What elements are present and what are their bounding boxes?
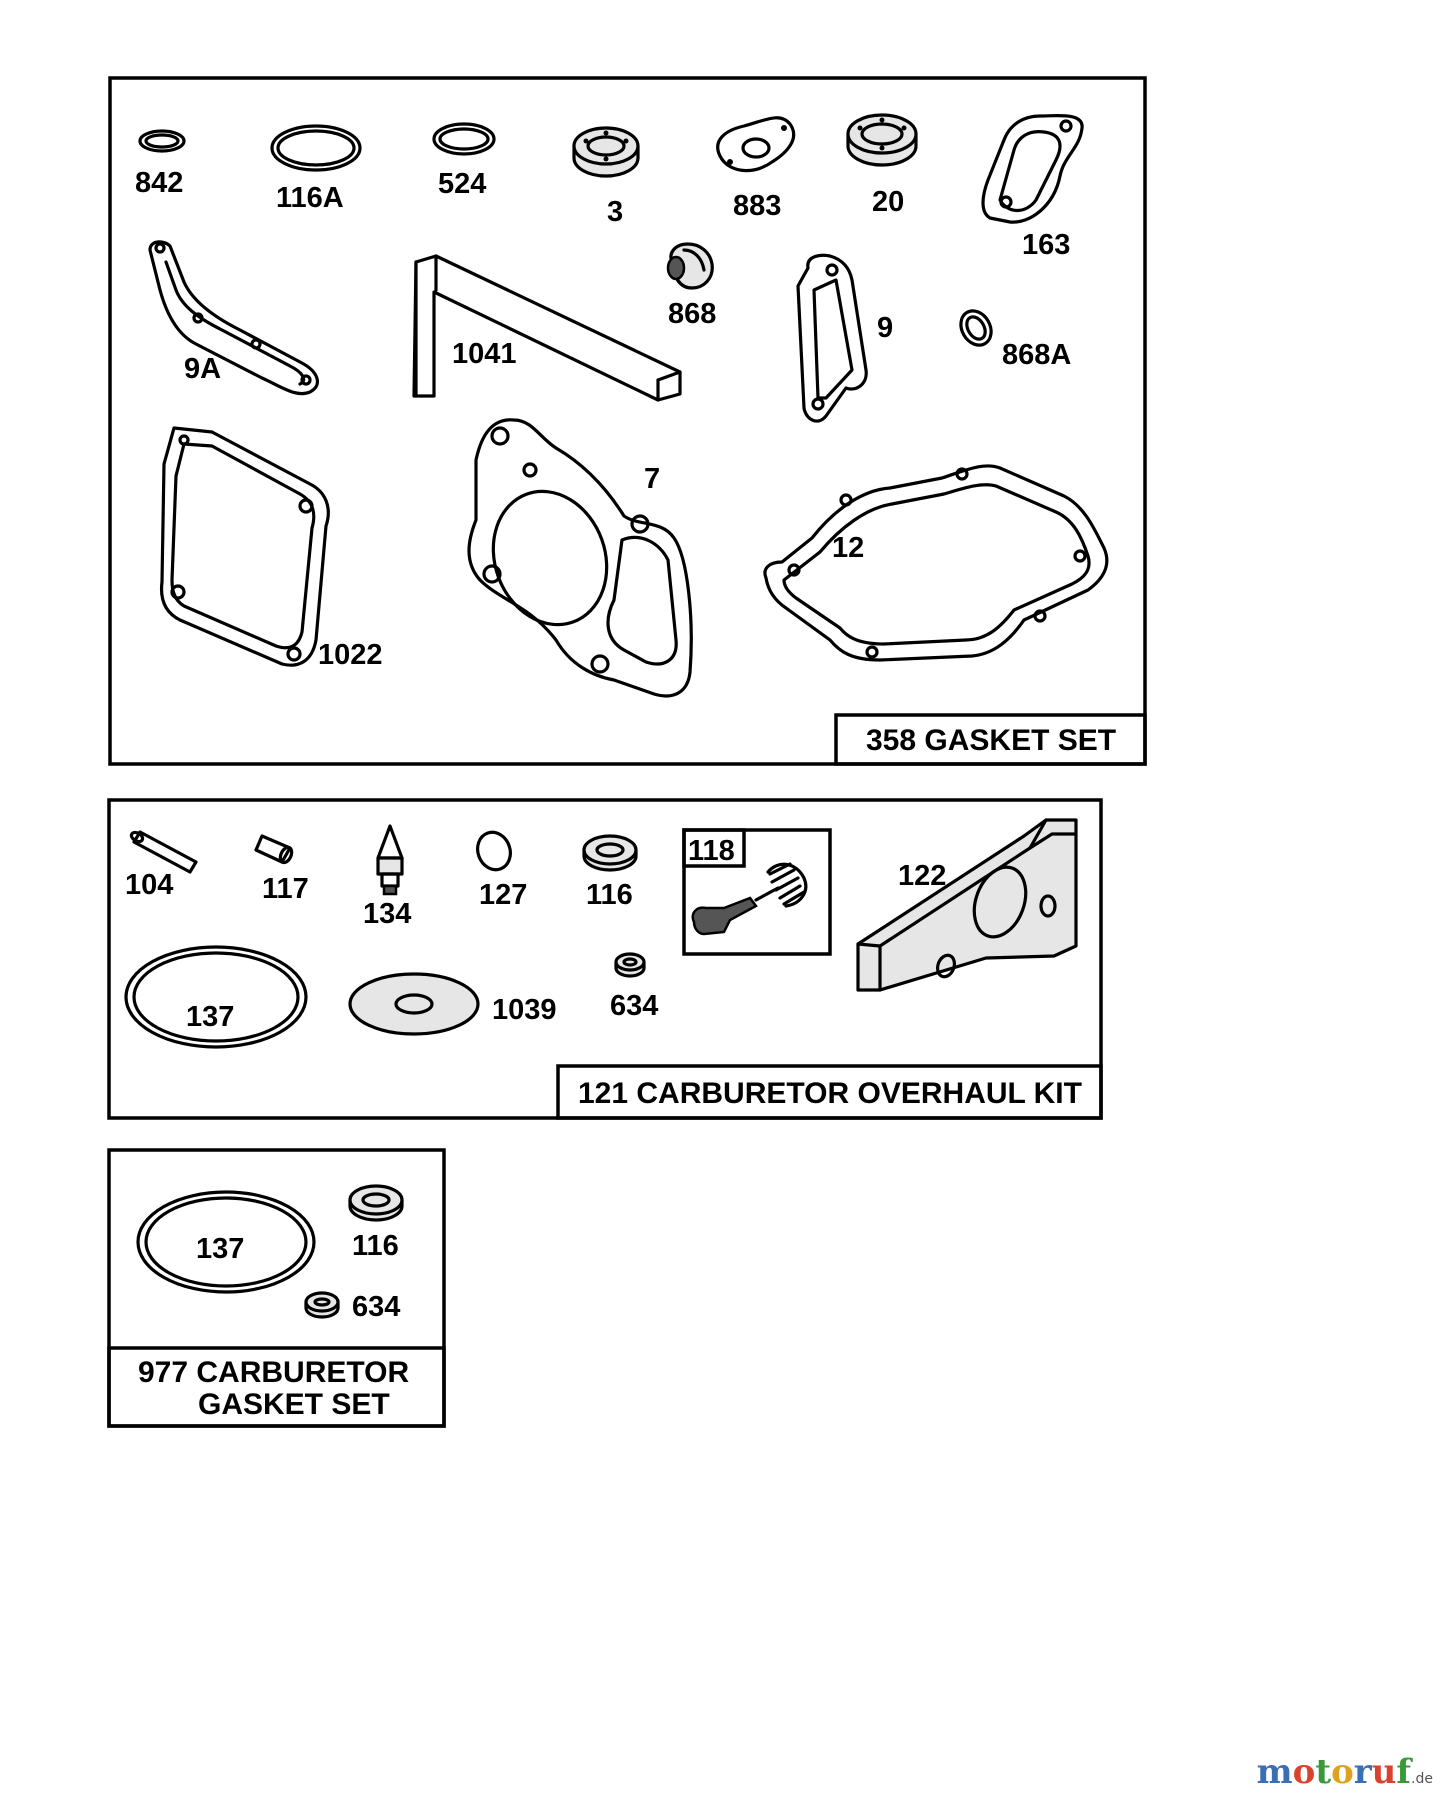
watermark-letter: f bbox=[1396, 1752, 1412, 1792]
watermark-letter: r bbox=[1353, 1752, 1372, 1792]
carb-gasket-title-line1: 977 CARBURETOR bbox=[138, 1356, 410, 1389]
part-label-127: 127 bbox=[479, 879, 527, 911]
carb-gasket-title-line2: GASKET SET bbox=[198, 1388, 390, 1421]
part-label-104: 104 bbox=[125, 869, 173, 901]
part-label-9a: 9A bbox=[184, 353, 221, 385]
watermark-letter: m bbox=[1256, 1752, 1293, 1792]
part-116-washer-2 bbox=[348, 1184, 404, 1222]
part-label-122: 122 bbox=[898, 860, 946, 892]
part-116-washer bbox=[582, 834, 638, 872]
part-1039-diaphragm bbox=[348, 972, 480, 1036]
part-118-box bbox=[682, 828, 832, 956]
part-label-634-b: 634 bbox=[352, 1291, 400, 1323]
part-122-spacer bbox=[856, 818, 1078, 992]
watermark-letters: motoruf bbox=[1257, 1752, 1411, 1792]
part-127-plug bbox=[476, 830, 512, 872]
part-label-137: 137 bbox=[186, 1001, 234, 1033]
part-868a bbox=[959, 309, 993, 347]
part-9a bbox=[148, 240, 319, 396]
part-524 bbox=[432, 122, 496, 156]
carb-overhaul-panel: 121 CARBURETOR OVERHAUL KIT 104 117 134 … bbox=[107, 798, 1103, 1120]
part-label-12: 12 bbox=[832, 532, 864, 564]
part-117-tube bbox=[254, 834, 294, 865]
part-label-868a: 868A bbox=[1002, 339, 1071, 371]
part-842 bbox=[138, 129, 186, 153]
part-label-116-b: 116 bbox=[352, 1230, 399, 1262]
gasket-set-panel: 358 GASKET SET 842 116A 524 3 bbox=[108, 76, 1147, 766]
carb-gasket-title-box bbox=[107, 1346, 446, 1428]
part-3-seal bbox=[572, 126, 640, 178]
gasket-set-title: 358 GASKET SET bbox=[866, 724, 1116, 757]
part-634-washer bbox=[614, 952, 646, 978]
watermark-letter: u bbox=[1371, 1752, 1397, 1792]
part-label-20: 20 bbox=[872, 186, 904, 218]
carb-gasket-panel: 977 CARBURETOR GASKET SET 137 116 634 bbox=[107, 1148, 446, 1428]
part-label-842: 842 bbox=[135, 167, 183, 199]
part-label-3: 3 bbox=[607, 196, 623, 228]
part-label-134: 134 bbox=[363, 898, 411, 930]
watermark-letter: t bbox=[1315, 1752, 1332, 1792]
part-163 bbox=[981, 113, 1084, 224]
part-1022 bbox=[159, 426, 330, 667]
part-883 bbox=[716, 116, 796, 173]
gasket-set-frame bbox=[108, 76, 1147, 766]
gasket-set-title-box bbox=[834, 713, 1147, 766]
part-label-1039: 1039 bbox=[492, 994, 557, 1026]
part-label-524: 524 bbox=[438, 168, 486, 200]
part-label-116a: 116A bbox=[276, 182, 344, 214]
carb-overhaul-title: 121 CARBURETOR OVERHAUL KIT bbox=[578, 1077, 1082, 1110]
watermark-letter: o bbox=[1292, 1752, 1316, 1792]
part-label-868: 868 bbox=[668, 298, 716, 330]
part-label-634: 634 bbox=[610, 990, 658, 1022]
part-7-head-gasket bbox=[467, 418, 693, 698]
part-label-163: 163 bbox=[1022, 229, 1070, 261]
part-label-137-b: 137 bbox=[196, 1233, 244, 1265]
part-20-seal bbox=[846, 113, 918, 167]
part-label-118: 118 bbox=[688, 835, 735, 867]
part-868 bbox=[666, 242, 714, 290]
part-label-9: 9 bbox=[877, 312, 893, 344]
part-label-116: 116 bbox=[586, 879, 633, 911]
part-137-oring bbox=[124, 945, 308, 1049]
part-137-oring-2 bbox=[136, 1190, 316, 1294]
part-label-1022: 1022 bbox=[318, 639, 383, 671]
carb-overhaul-title-box bbox=[556, 1064, 1103, 1120]
part-12 bbox=[763, 464, 1109, 662]
part-label-1041: 1041 bbox=[452, 338, 517, 370]
part-104-pin bbox=[129, 830, 198, 874]
watermark-letter: o bbox=[1331, 1752, 1354, 1792]
part-label-7: 7 bbox=[644, 463, 660, 495]
part-9 bbox=[796, 253, 868, 423]
part-134-needle bbox=[376, 824, 404, 896]
watermark-logo: motoruf.de bbox=[1257, 1752, 1433, 1792]
part-634-washer-2 bbox=[304, 1291, 340, 1319]
part-label-117: 117 bbox=[262, 873, 309, 905]
part-1041-strip bbox=[412, 254, 682, 402]
watermark-tld: .de bbox=[1411, 1771, 1433, 1787]
part-116a bbox=[270, 124, 362, 172]
part-label-883: 883 bbox=[733, 190, 781, 222]
